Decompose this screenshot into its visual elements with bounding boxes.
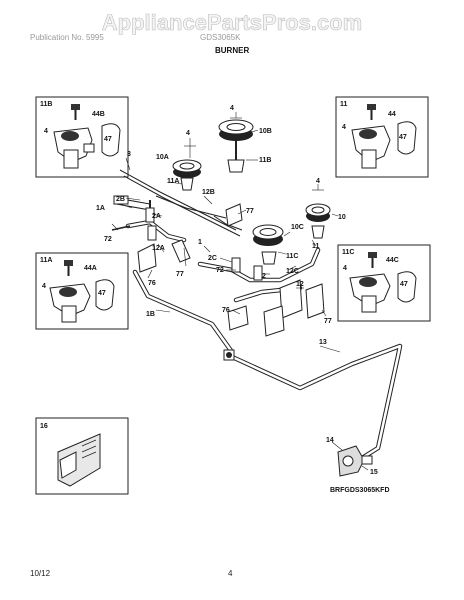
callout-44b: 44B	[92, 111, 105, 118]
callout-12b: 12B	[202, 189, 215, 196]
callout-11c: 11C	[286, 253, 298, 260]
callout-1b: 1B	[146, 311, 155, 318]
inset-16: 16	[35, 417, 129, 495]
burner-head-icon	[351, 125, 391, 169]
callout-11b: 11B	[40, 101, 52, 108]
callout-11b: 11B	[259, 157, 271, 164]
callout-44: 44	[388, 111, 396, 118]
callout-4: 4	[230, 105, 234, 112]
callout-10a: 10A	[156, 154, 169, 161]
diagram-code: BRFGDS3065KFD	[330, 487, 390, 494]
burner-head-icon	[49, 283, 91, 323]
callout-11a: 11A	[40, 257, 52, 264]
callout-1a: 1A	[96, 205, 105, 212]
bracket-panel-icon	[57, 433, 101, 487]
screw-icon	[71, 104, 80, 120]
callout-16: 16	[40, 423, 48, 430]
callout-77: 77	[246, 208, 254, 215]
burner-head-icon	[53, 127, 95, 169]
burner-10a	[172, 159, 202, 191]
callout-10b: 10B	[259, 128, 272, 135]
callout-1: 1	[198, 239, 202, 246]
valve-2b	[145, 200, 155, 223]
fitting-1b	[223, 349, 235, 361]
screw-icon	[64, 260, 73, 276]
pressure-regulator	[337, 445, 373, 477]
screw-icon	[368, 252, 377, 268]
inset-11: 11 44 4 47	[335, 96, 429, 178]
knob-icon: 47	[397, 121, 417, 155]
callout-11: 11	[312, 243, 320, 250]
burner-10	[305, 203, 331, 239]
wiring-harness	[119, 169, 243, 237]
leader-lines	[111, 112, 369, 471]
callout-47: 47	[400, 281, 408, 288]
callout-2c: 2C	[208, 255, 217, 262]
callout-47: 47	[104, 136, 112, 143]
callout-76: 76	[148, 280, 156, 287]
inset-11a: 11A 44A 4 47	[35, 252, 129, 330]
callout-4: 4	[44, 128, 48, 135]
callout-11c: 11C	[342, 249, 354, 256]
callout-10: 10	[338, 214, 346, 221]
callout-47: 47	[98, 290, 106, 297]
callout-12c: 12C	[286, 268, 299, 275]
callout-44a: 44A	[84, 265, 97, 272]
valve-2	[253, 265, 263, 281]
inset-11b: 11B 44B 4 47	[35, 96, 129, 178]
callout-3: 3	[127, 151, 131, 158]
callout-14: 14	[326, 437, 334, 444]
callout-11a: 11A	[167, 178, 179, 185]
callout-15: 15	[370, 469, 378, 476]
callout-4: 4	[42, 283, 46, 290]
callout-2: 2	[262, 273, 266, 280]
valve-2c	[231, 257, 241, 273]
screw-icon	[367, 104, 376, 120]
knob-icon: 47	[95, 279, 115, 311]
inset-11c: 11C 44C 4 47	[337, 244, 431, 322]
callout-4: 4	[342, 124, 346, 131]
callout-77: 77	[324, 318, 332, 325]
burner-head-icon	[349, 273, 391, 313]
valve-2a	[147, 225, 157, 241]
callout-4: 4	[186, 130, 190, 137]
callout-4: 4	[343, 265, 347, 272]
callout-72: 72	[216, 267, 224, 274]
publication-number: Publication No. 5995	[30, 33, 104, 42]
burner-10b	[218, 119, 254, 173]
callout-11: 11	[340, 101, 348, 108]
callout-12a: 12A	[152, 245, 165, 252]
manifold-rail	[115, 197, 325, 337]
knob-icon: 47	[101, 123, 121, 157]
callout-13: 13	[319, 339, 327, 346]
callout-10c: 10C	[291, 224, 304, 231]
callout-2a: 2A	[152, 213, 161, 220]
footer-date: 10/12	[30, 569, 51, 578]
callout-72: 72	[104, 236, 112, 243]
watermark: AppliancePartsPros.com	[102, 10, 362, 35]
burner-10c	[252, 224, 284, 265]
page-number: 4	[228, 569, 233, 578]
callout-47: 47	[399, 134, 407, 141]
knob-icon: 47	[397, 271, 417, 303]
callout-4: 4	[316, 178, 320, 185]
callout-77: 77	[176, 271, 184, 278]
section-title: BURNER	[215, 46, 249, 55]
callout-76: 76	[222, 307, 230, 314]
orifice-1a	[111, 195, 131, 231]
callout-44c: 44C	[386, 257, 399, 264]
callout-12: 12	[296, 281, 304, 288]
callout-2b: 2B	[116, 196, 125, 203]
model-number: GDS3065K	[200, 33, 241, 42]
